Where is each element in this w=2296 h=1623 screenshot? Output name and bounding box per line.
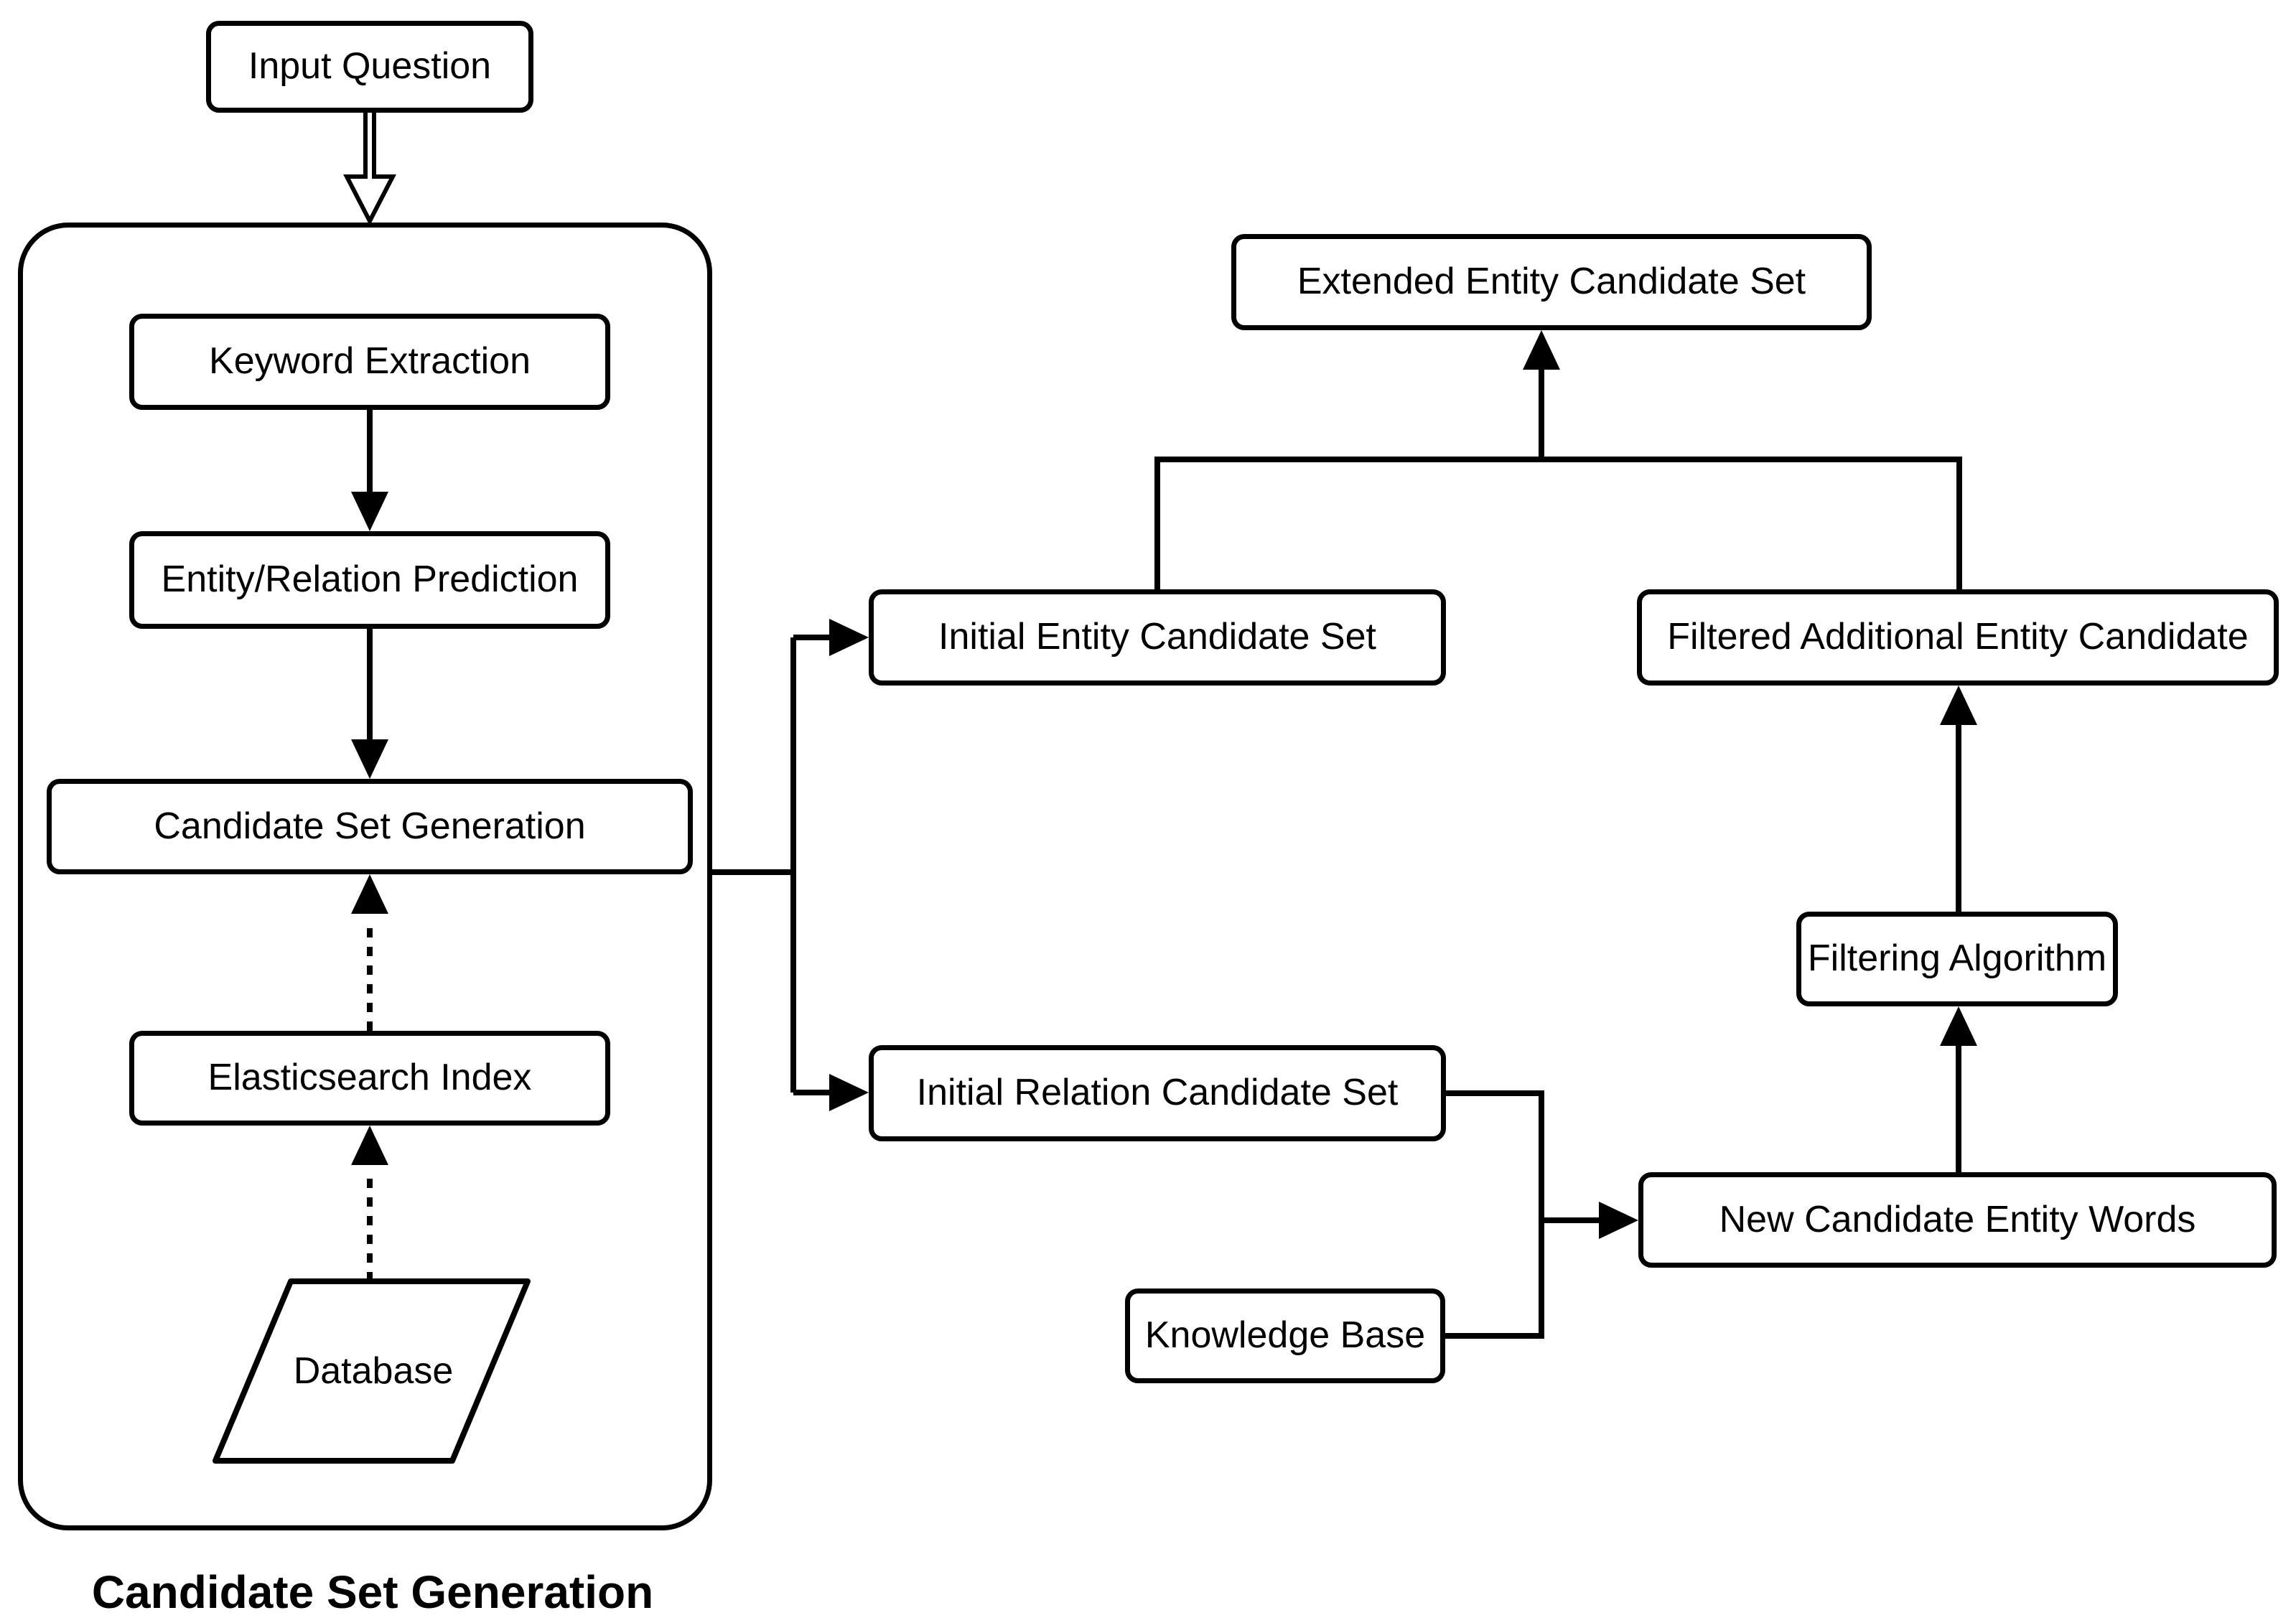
node-keyword-extraction-label: Keyword Extraction: [209, 340, 531, 383]
arrowhead-database-to-elasticsearch: [351, 1126, 388, 1165]
node-new-candidate-entity-words-label: New Candidate Entity Words: [1719, 1198, 2196, 1240]
arrowhead-to-initial-relation: [829, 1074, 869, 1111]
node-candidate-set-generation: Candidate Set Generation: [47, 779, 693, 874]
node-entity-relation-prediction: Entity/Relation Prediction: [129, 531, 610, 629]
node-elasticsearch-index-label: Elasticsearch Index: [207, 1057, 532, 1099]
database-text: Database: [293, 1350, 454, 1392]
node-initial-relation-candidate-set-label: Initial Relation Candidate Set: [916, 1072, 1399, 1114]
node-keyword-extraction: Keyword Extraction: [129, 314, 610, 410]
arrowhead-to-initial-entity: [829, 619, 869, 656]
arrowhead-prediction-to-generation: [351, 739, 388, 779]
node-candidate-set-generation-label: Candidate Set Generation: [154, 805, 586, 847]
arrowhead-to-newwords: [1599, 1202, 1638, 1239]
fork-from-group: [712, 635, 833, 1095]
node-new-candidate-entity-words: New Candidate Entity Words: [1638, 1172, 2277, 1268]
node-initial-relation-candidate-set: Initial Relation Candidate Set: [869, 1045, 1446, 1141]
open-arrow-input-to-group: [343, 113, 396, 226]
junction-relation-knowledge: [1445, 1090, 1601, 1339]
arrowhead-filtering-to-filtered: [1940, 686, 1977, 725]
node-knowledge-base: Knowledge Base: [1125, 1288, 1445, 1383]
arrowhead-elasticsearch-to-generation: [351, 874, 388, 914]
node-filtering-algorithm: Filtering Algorithm: [1796, 912, 2118, 1006]
node-filtered-additional-entity-candidate: Filtered Additional Entity Candidate: [1637, 589, 2279, 686]
node-filtering-algorithm-label: Filtering Algorithm: [1807, 937, 2107, 980]
node-entity-relation-prediction-label: Entity/Relation Prediction: [161, 558, 579, 601]
arrowhead-newwords-to-filtering: [1940, 1006, 1977, 1046]
node-input-question: Input Question: [206, 21, 533, 113]
arrowhead-keyword-to-prediction: [351, 492, 388, 531]
database-shape: [213, 1278, 531, 1464]
node-extended-entity-candidate-set-label: Extended Entity Candidate Set: [1297, 261, 1806, 303]
node-knowledge-base-label: Knowledge Base: [1144, 1314, 1426, 1357]
node-input-question-label: Input Question: [248, 45, 492, 88]
node-elasticsearch-index: Elasticsearch Index: [129, 1031, 610, 1126]
arrowhead-to-extended-set: [1523, 330, 1560, 370]
candidate-set-generation-group: [18, 223, 712, 1530]
node-initial-entity-candidate-set-label: Initial Entity Candidate Set: [938, 616, 1376, 658]
group-caption: Candidate Set Generation: [85, 1563, 660, 1621]
node-initial-entity-candidate-set: Initial Entity Candidate Set: [869, 589, 1446, 686]
node-database-label: Database: [237, 1324, 510, 1418]
node-extended-entity-candidate-set: Extended Entity Candidate Set: [1231, 234, 1872, 330]
group-caption-text: Candidate Set Generation: [91, 1566, 654, 1618]
bus-to-extended-set: [1154, 370, 1962, 589]
node-filtered-additional-entity-candidate-label: Filtered Additional Entity Candidate: [1667, 616, 2249, 658]
